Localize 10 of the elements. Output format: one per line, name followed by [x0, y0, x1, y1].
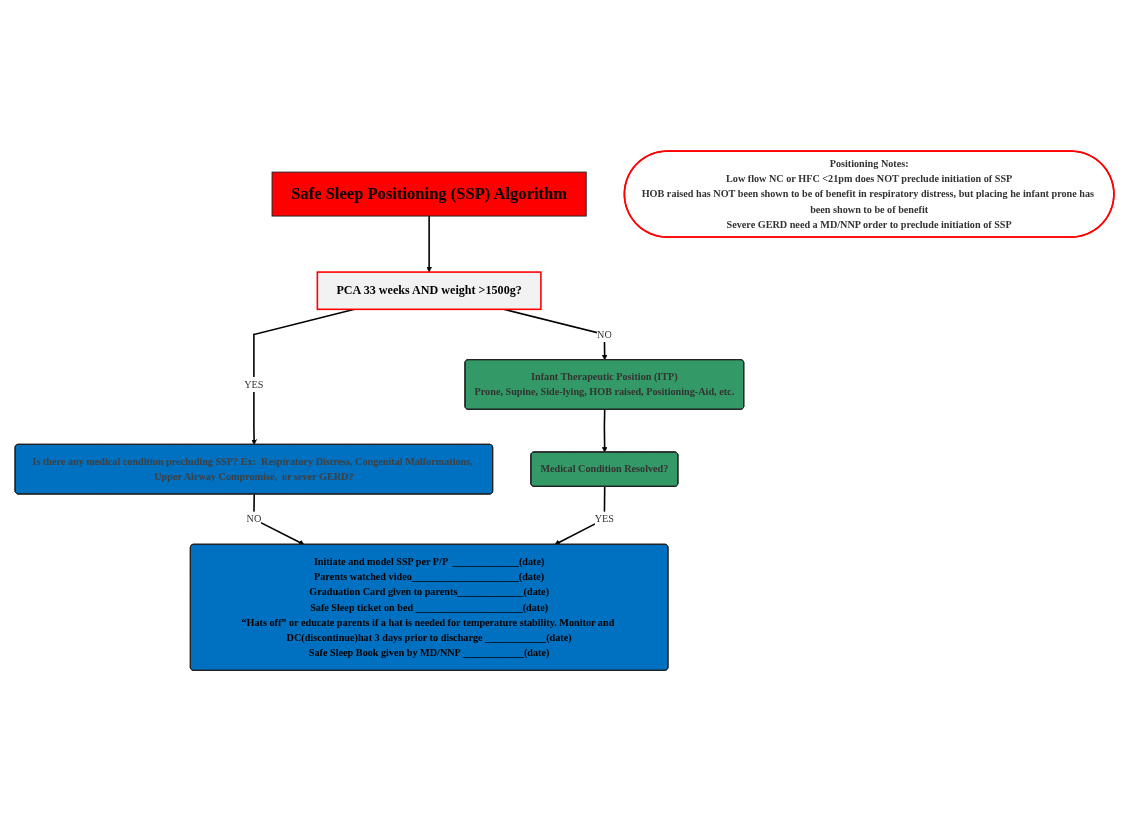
arrow	[554, 486, 606, 546]
edge-label: NO	[246, 513, 262, 525]
node-box: PCA 33 weeks AND weight >1500g?	[316, 271, 542, 311]
arrow	[601, 409, 608, 453]
node-box: Safe Sleep Positioning (SSP) Algorithm	[271, 171, 587, 217]
edge-label: YES	[244, 379, 264, 390]
edge-label: YES	[594, 513, 615, 525]
edge-label: NO	[597, 329, 612, 340]
arrow	[253, 493, 305, 546]
arrow	[426, 215, 432, 273]
